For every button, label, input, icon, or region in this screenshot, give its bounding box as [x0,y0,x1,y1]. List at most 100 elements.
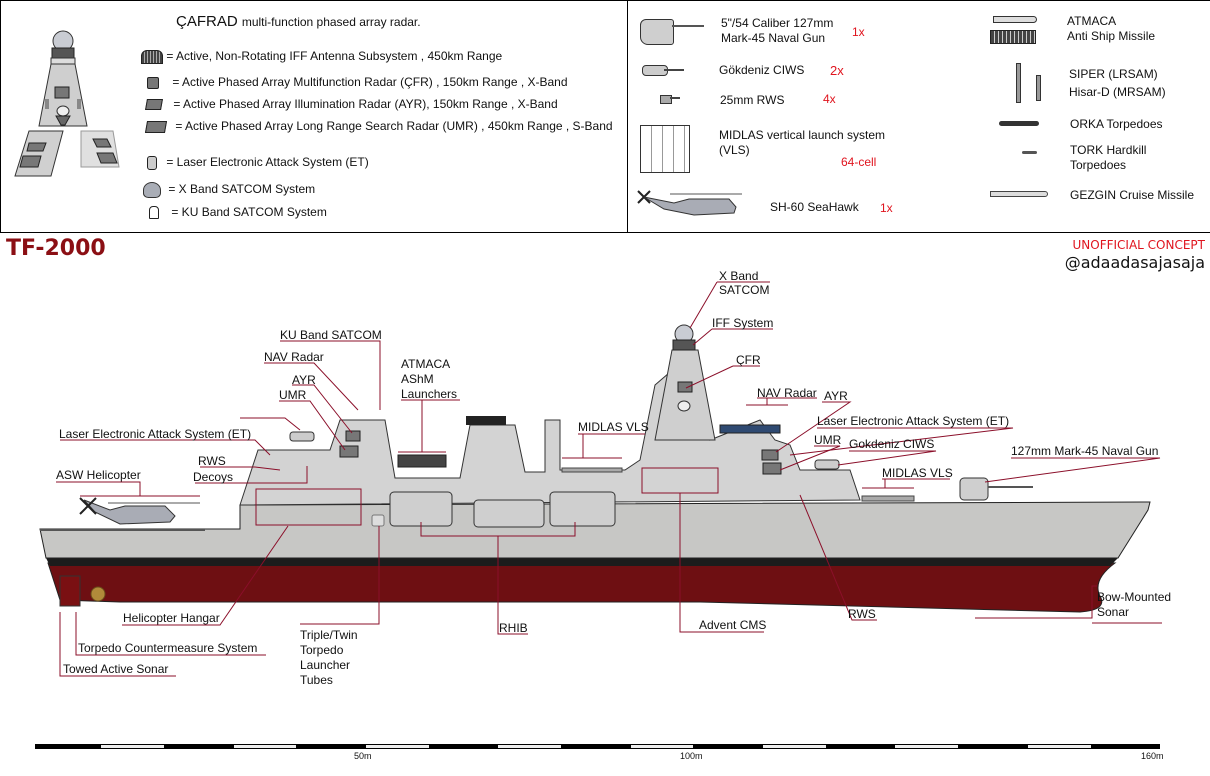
callout-laser-et-fwd: Laser Electronic Attack System (ET) [817,414,1010,428]
callout-umr-aft: UMR [279,388,307,402]
weapon-count: 2x [830,63,844,78]
weapon-tork-text: TORK Hardkill Torpedoes [1070,143,1146,172]
rhib-bay-1 [389,491,453,527]
legend-item-iff: = Active, Non-Rotating IFF Antenna Subsy… [141,49,502,64]
main-mast [654,349,716,441]
scale-segment [498,745,562,748]
sam-missile-icon [1016,63,1021,103]
x-band-satcom-icon [143,182,161,198]
rudder [59,575,81,607]
weapon-label: GEZGIN Cruise Missile [1070,188,1195,202]
naval-gun-icon [640,19,674,45]
unofficial-concept-label: UNOFFICIAL CONCEPT [1072,238,1205,252]
ciws-aft [289,431,315,442]
callout-naval-gun: 127mm Mark-45 Naval Gun [1011,444,1159,458]
flight-deck [40,529,205,531]
callout-decoys: Decoys [193,470,234,484]
boot-topping [46,558,1118,566]
iff-ring [672,339,696,351]
weapon-label: TORK Hardkill [1070,143,1147,157]
hardkill-torpedo-icon [1022,151,1037,154]
ciws-fwd [814,459,840,470]
callout-label: Torpedo [300,643,344,657]
weapon-label: MIDLAS vertical launch system [719,128,886,142]
weapon-sam-text: SIPER (LRSAM) Hisar-D (MRSAM) [1069,67,1166,99]
anti-ship-missile-icon [993,16,1037,23]
scale-label-160m: 160m [1141,751,1164,761]
weapon-label: ATMACA [1067,14,1117,28]
ku-band-satcom-icon [149,206,159,220]
scale-segment [762,745,826,748]
cfr-radar-icon [147,76,159,89]
laser-et-icon [147,155,157,170]
weapon-label: SH-60 SeaHawk [770,200,859,214]
legend-item-label: = Active Phased Array Long Range Search … [175,119,613,133]
callout-helicopter-hangar: Helicopter Hangar [123,611,220,625]
legend-item-ayr: = Active Phased Array Illumination Radar… [145,97,558,111]
asw-helicopter [83,499,176,525]
legend-item-laser-et: = Laser Electronic Attack System (ET) [147,155,369,170]
callout-label: ATMACA [401,357,451,371]
ayr-panel-aft [345,430,361,442]
scale-segment [101,745,165,748]
callout-towed-sonar: Towed Active Sonar [63,662,169,676]
callout-umr-fwd: UMR [814,433,842,447]
callout-ayr-aft: AYR [292,373,316,387]
callout-rhib: RHIB [499,621,528,635]
scale-segment [630,745,694,748]
weapon-label: Torpedoes [1070,158,1127,172]
callout-label: Bow-Mounted [1097,590,1172,604]
weapon-label: SIPER (LRSAM) [1069,67,1158,81]
legend-item-label: = X Band SATCOM System [168,182,316,197]
callout-iff-system: IFF System [712,316,774,330]
weapon-label: 25mm RWS [720,93,785,107]
callout-midlas-vls-fwd: MIDLAS VLS [882,466,953,480]
callout-label: Launchers [401,387,458,401]
legend-item-label: = Active Phased Array Multifunction Rada… [172,75,568,89]
legend-item-label: = Active, Non-Rotating IFF Antenna Subsy… [166,49,503,63]
callout-label: Tubes [300,673,333,687]
callout-nav-radar-aft: NAV Radar [264,350,324,364]
legend-item-label: = Active Phased Array Illumination Radar… [173,97,558,111]
callout-ku-band-satcom: KU Band SATCOM [280,328,382,342]
callout-laser-et-aft: Laser Electronic Attack System (ET) [59,427,252,441]
iff-antenna-icon [141,49,163,64]
rws-icon [660,95,672,104]
umr-panel-fwd [762,462,782,475]
torpedo-tube-hatch [371,514,385,527]
helicopter-hangar-box [255,488,362,526]
weapon-count: 64-cell [841,155,877,169]
rhib-bay-3 [549,491,616,527]
radar-legend-heading: ÇAFRAD multi-function phased array radar… [176,13,421,30]
weapon-label: Mark-45 Naval Gun [721,31,826,45]
atmaca-launchers [397,454,447,468]
radar-legend-heading-main: ÇAFRAD [176,13,238,30]
scale-segment [365,745,429,748]
legend-item-umr: = Active Phased Array Long Range Search … [144,119,613,133]
legend-item-cfr: = Active Phased Array Multifunction Rada… [147,75,568,89]
radar-legend-heading-sub: multi-function phased array radar. [241,15,421,29]
weapon-atmaca-text: ATMACA Anti Ship Missile [1067,14,1155,43]
scale-segment [895,745,959,748]
rhib-bay-2 [473,499,545,528]
weapon-count: 1x [880,201,893,215]
naval-gun-turret [959,477,989,501]
cfr-panel-icon [54,86,70,99]
callout-label: Sonar [1097,605,1130,619]
weapon-vls-text: MIDLAS vertical launch system (VLS) [719,128,885,157]
callout-asw-helicopter: ASW Helicopter [56,468,141,482]
weapon-label: 5"/54 Caliber 127mm [721,16,834,30]
scale-segment [233,745,297,748]
vls-fwd [861,495,915,502]
weapon-label: Hisar-D (MRSAM) [1069,85,1166,99]
scale-bar [35,744,1160,749]
helicopter-icon [637,190,742,216]
weapon-label: Anti Ship Missile [1067,29,1156,43]
legend-item-label: = KU Band SATCOM System [171,205,327,219]
umr-panel-aft [339,445,359,458]
callout-label: Triple/Twin [300,628,358,642]
